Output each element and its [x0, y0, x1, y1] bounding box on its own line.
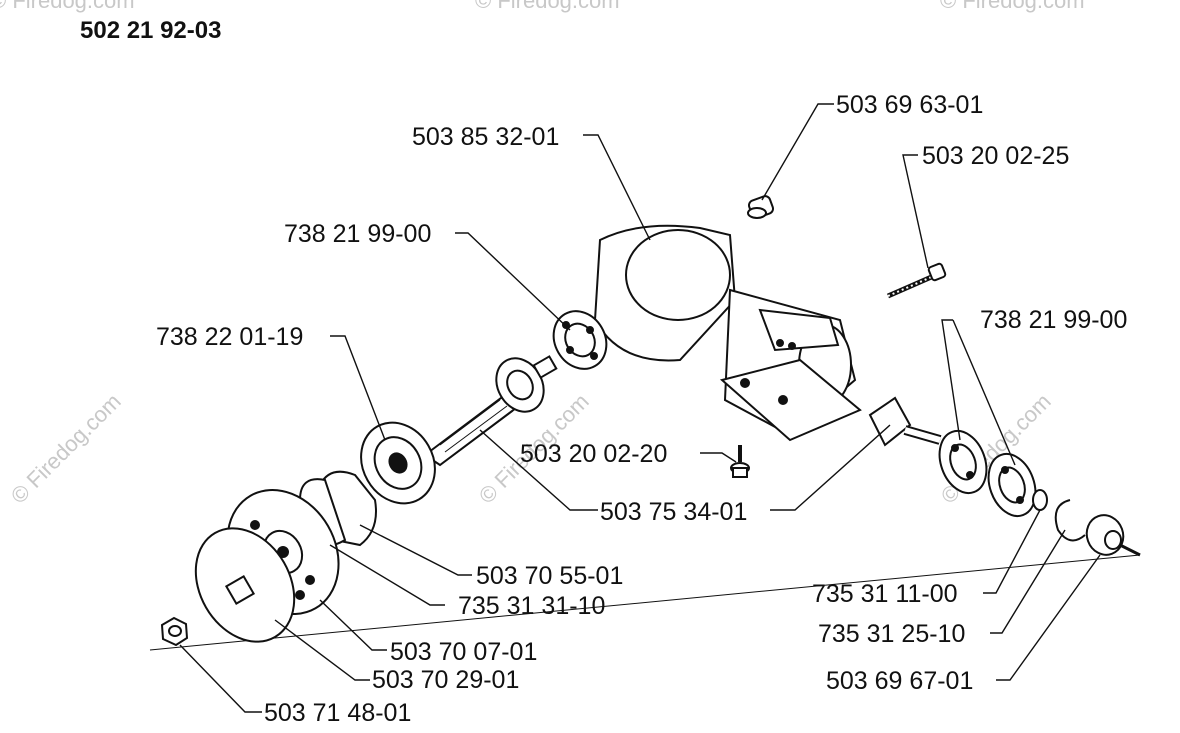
label-screw-short: 503 20 02-20: [520, 440, 667, 468]
watermark: © Firedog.com: [0, 0, 135, 13]
assembly-number: 502 21 92-03: [80, 17, 221, 44]
label-circlip-left: 735 31 31-10: [458, 592, 605, 620]
washer-drawing: [1032, 489, 1048, 511]
label-bearing-small: 738 21 99-00: [284, 220, 431, 248]
part-drawings: [149, 195, 1141, 651]
bearing-right-drawing: [938, 430, 1037, 517]
label-bearing-shaft: 738 22 01-19: [156, 323, 303, 351]
nut-drawing: [160, 616, 189, 647]
screw-short-drawing: [730, 445, 750, 478]
end-washer-drawing: [1085, 514, 1141, 557]
label-flange-plate: 503 70 07-01: [390, 638, 537, 666]
part-labels: 503 69 63-01 503 85 32-01 503 20 02-25 7…: [156, 91, 1127, 727]
bearing-large-drawing: [360, 421, 436, 505]
bearing-small-drawing: [552, 310, 608, 370]
label-gear-shaft: 503 75 34-01: [600, 498, 747, 526]
circlip-right-drawing: [1054, 499, 1086, 542]
label-washer: 735 31 11-00: [812, 580, 958, 608]
bevel-gear-drawing: [868, 396, 942, 447]
axis-line: [149, 554, 1141, 651]
label-circlip-right: 735 31 25-10: [818, 620, 965, 648]
label-nut: 503 71 48-01: [264, 699, 411, 727]
label-plug-top: 503 69 63-01: [836, 91, 983, 119]
label-end-washer: 503 69 67-01: [826, 667, 973, 695]
label-spacer-disc: 503 70 29-01: [372, 666, 519, 694]
label-screw-long: 503 20 02-25: [922, 142, 1069, 170]
label-bearing-right: 738 21 99-00: [980, 306, 1127, 334]
label-gear-housing: 503 85 32-01: [412, 123, 559, 151]
watermark: © Firedog.com: [940, 0, 1085, 13]
spacer-disc-drawing: [194, 527, 296, 643]
label-cover-plate: 503 70 55-01: [476, 562, 623, 590]
plug-top-drawing: [747, 195, 775, 219]
screw-long-drawing: [886, 262, 947, 299]
gear-housing-drawing: [593, 224, 862, 442]
leader-lines: [179, 103, 1101, 713]
watermark: © Firedog.com: [475, 0, 620, 13]
watermark: © Firedog.com: [6, 389, 126, 509]
